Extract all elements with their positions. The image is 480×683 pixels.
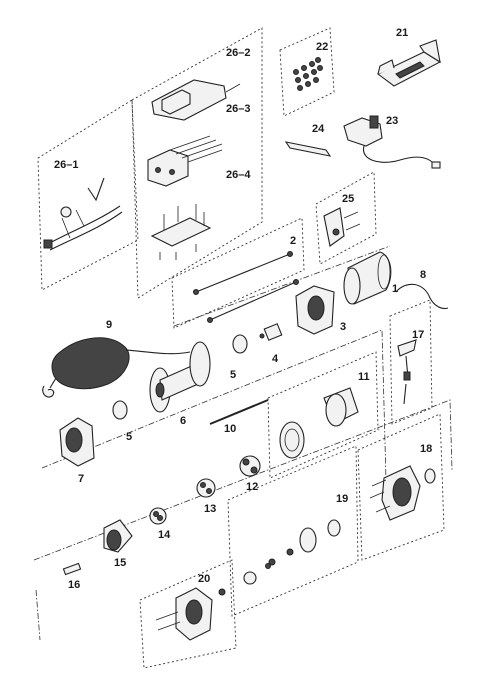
callout-9: 9 <box>106 319 112 331</box>
group-box-25 <box>315 171 377 265</box>
part-21-mount-bracket <box>376 39 442 87</box>
group-box-17 <box>389 299 433 425</box>
group-box-26-2-4 <box>131 27 263 299</box>
group-box-26-1 <box>37 99 139 291</box>
part-26-3-solenoid-block <box>147 135 223 187</box>
part-18-end-housing <box>369 465 436 521</box>
part-26-4-mounting-plate <box>150 204 212 260</box>
callout-26-3: 26–3 <box>226 103 250 115</box>
part-9-wire-rope <box>42 337 191 398</box>
part-24-hand-saver-strap <box>284 141 332 157</box>
part-26-1-wiring-harness <box>43 177 123 251</box>
callout-25: 25 <box>342 193 354 205</box>
part-15-gear-housing <box>103 519 133 553</box>
callout-24: 24 <box>312 123 325 135</box>
part-25-cover <box>323 207 361 247</box>
part-10-drive-shaft <box>209 399 269 425</box>
callout-3: 3 <box>340 321 346 333</box>
callout-10: 10 <box>224 423 236 435</box>
callout-6: 6 <box>180 415 186 427</box>
part-14-gear-set <box>149 507 167 525</box>
part-19-brake-assembly <box>268 519 341 566</box>
part-5-bushing-upper <box>232 334 248 354</box>
callout-20: 20 <box>198 573 210 585</box>
callout-4: 4 <box>272 353 279 365</box>
part-22-hardware-kit <box>293 57 323 91</box>
callout-21: 21 <box>396 27 408 39</box>
part-11-ring-gear <box>279 387 359 459</box>
callout-1: 1 <box>392 283 398 295</box>
callout-19: 19 <box>336 493 348 505</box>
part-16-pin <box>62 562 82 576</box>
callout-17: 17 <box>412 329 424 341</box>
part-26-2-control-box-cover <box>151 79 241 121</box>
callout-14: 14 <box>158 529 171 541</box>
part-2-tie-rods <box>193 251 299 323</box>
leader-line-motor-axis <box>173 245 391 327</box>
part-1-motor <box>343 251 392 305</box>
leader-line-gear-axis <box>33 399 453 561</box>
part-5-bushing-lower <box>112 400 128 420</box>
part-8-motor-cable <box>395 283 449 310</box>
part-6-drum <box>149 341 211 413</box>
callout-23: 23 <box>386 115 398 127</box>
callout-22: 22 <box>316 41 328 53</box>
group-box-11 <box>267 351 379 479</box>
part-4-coupler <box>259 323 283 341</box>
group-box-22 <box>279 27 335 117</box>
part-12-gear-set <box>239 455 261 477</box>
callout-5-lower: 5 <box>126 431 132 443</box>
group-box-18 <box>357 413 445 561</box>
callout-11: 11 <box>358 371 370 383</box>
group-box-2 <box>171 217 305 329</box>
part-17-clutch-handle <box>397 339 417 405</box>
part-13-gear-set <box>196 478 216 498</box>
leader-line-lower-axis <box>35 589 41 641</box>
callout-2: 2 <box>290 235 296 247</box>
callout-26-1: 26–1 <box>54 159 78 171</box>
part-23-remote-control <box>343 115 441 169</box>
callout-8: 8 <box>420 269 426 281</box>
part-7-drum-support <box>59 417 95 467</box>
callout-12: 12 <box>246 481 258 493</box>
part-20-brake-housing <box>155 563 271 641</box>
part-3-end-bell <box>295 285 335 335</box>
callout-26-4: 26–4 <box>226 169 251 181</box>
callout-16: 16 <box>68 579 80 591</box>
callout-5-upper: 5 <box>230 369 236 381</box>
callout-13: 13 <box>204 503 216 515</box>
callout-15: 15 <box>114 557 126 569</box>
callout-18: 18 <box>420 443 432 455</box>
callout-26-2: 26–2 <box>226 47 250 59</box>
callout-7: 7 <box>78 473 84 485</box>
